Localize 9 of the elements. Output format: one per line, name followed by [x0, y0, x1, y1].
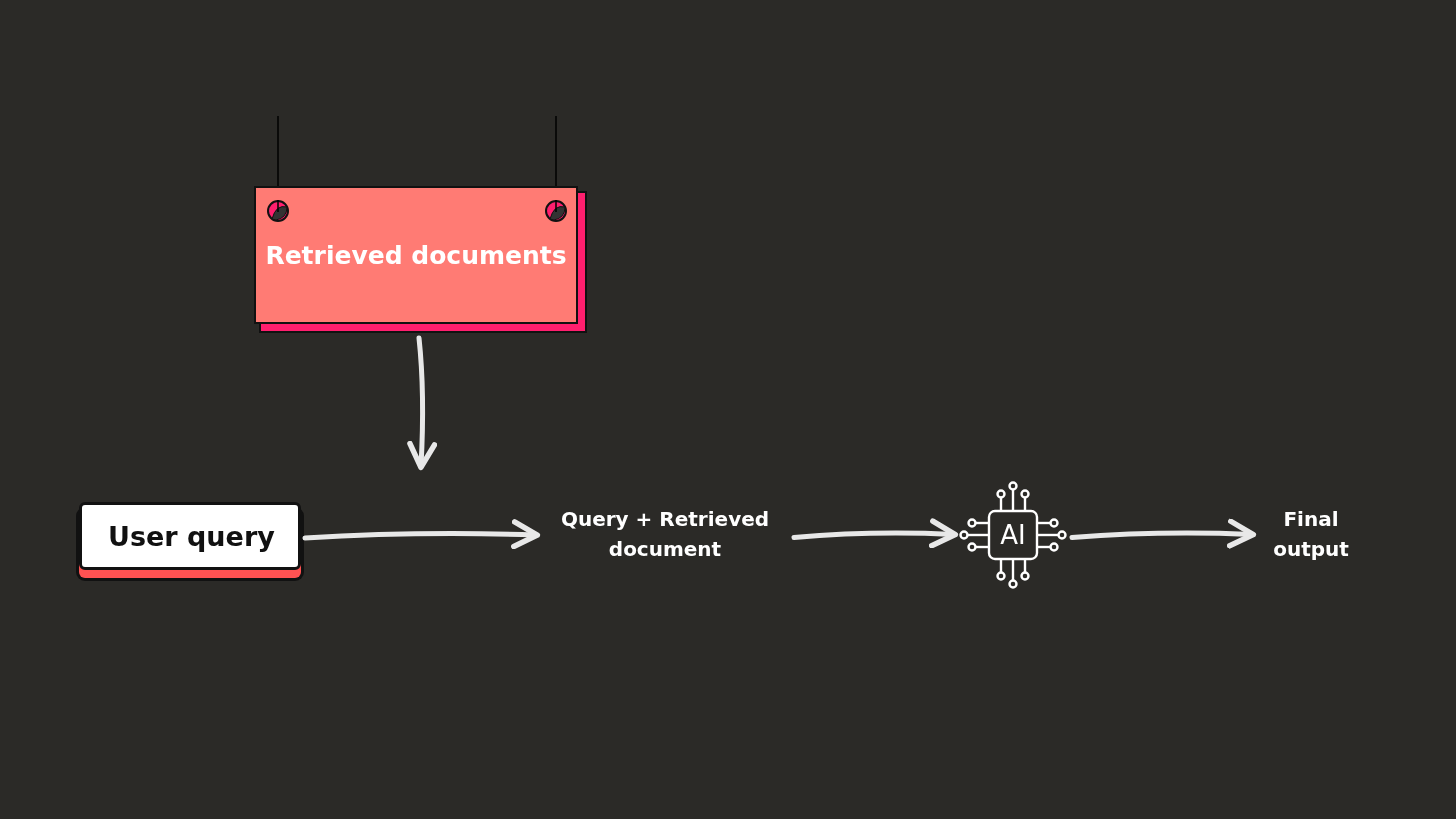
node-label: User query — [108, 520, 275, 552]
arrow — [1069, 518, 1257, 549]
chip-label: AI — [1000, 520, 1026, 550]
node-label: Query + Retrieved document — [559, 506, 771, 563]
node-label: Final output — [1272, 506, 1350, 563]
arrow — [791, 518, 959, 549]
arrow — [302, 519, 541, 550]
arrow — [407, 335, 438, 471]
node-label: Retrieved documents — [265, 240, 567, 270]
